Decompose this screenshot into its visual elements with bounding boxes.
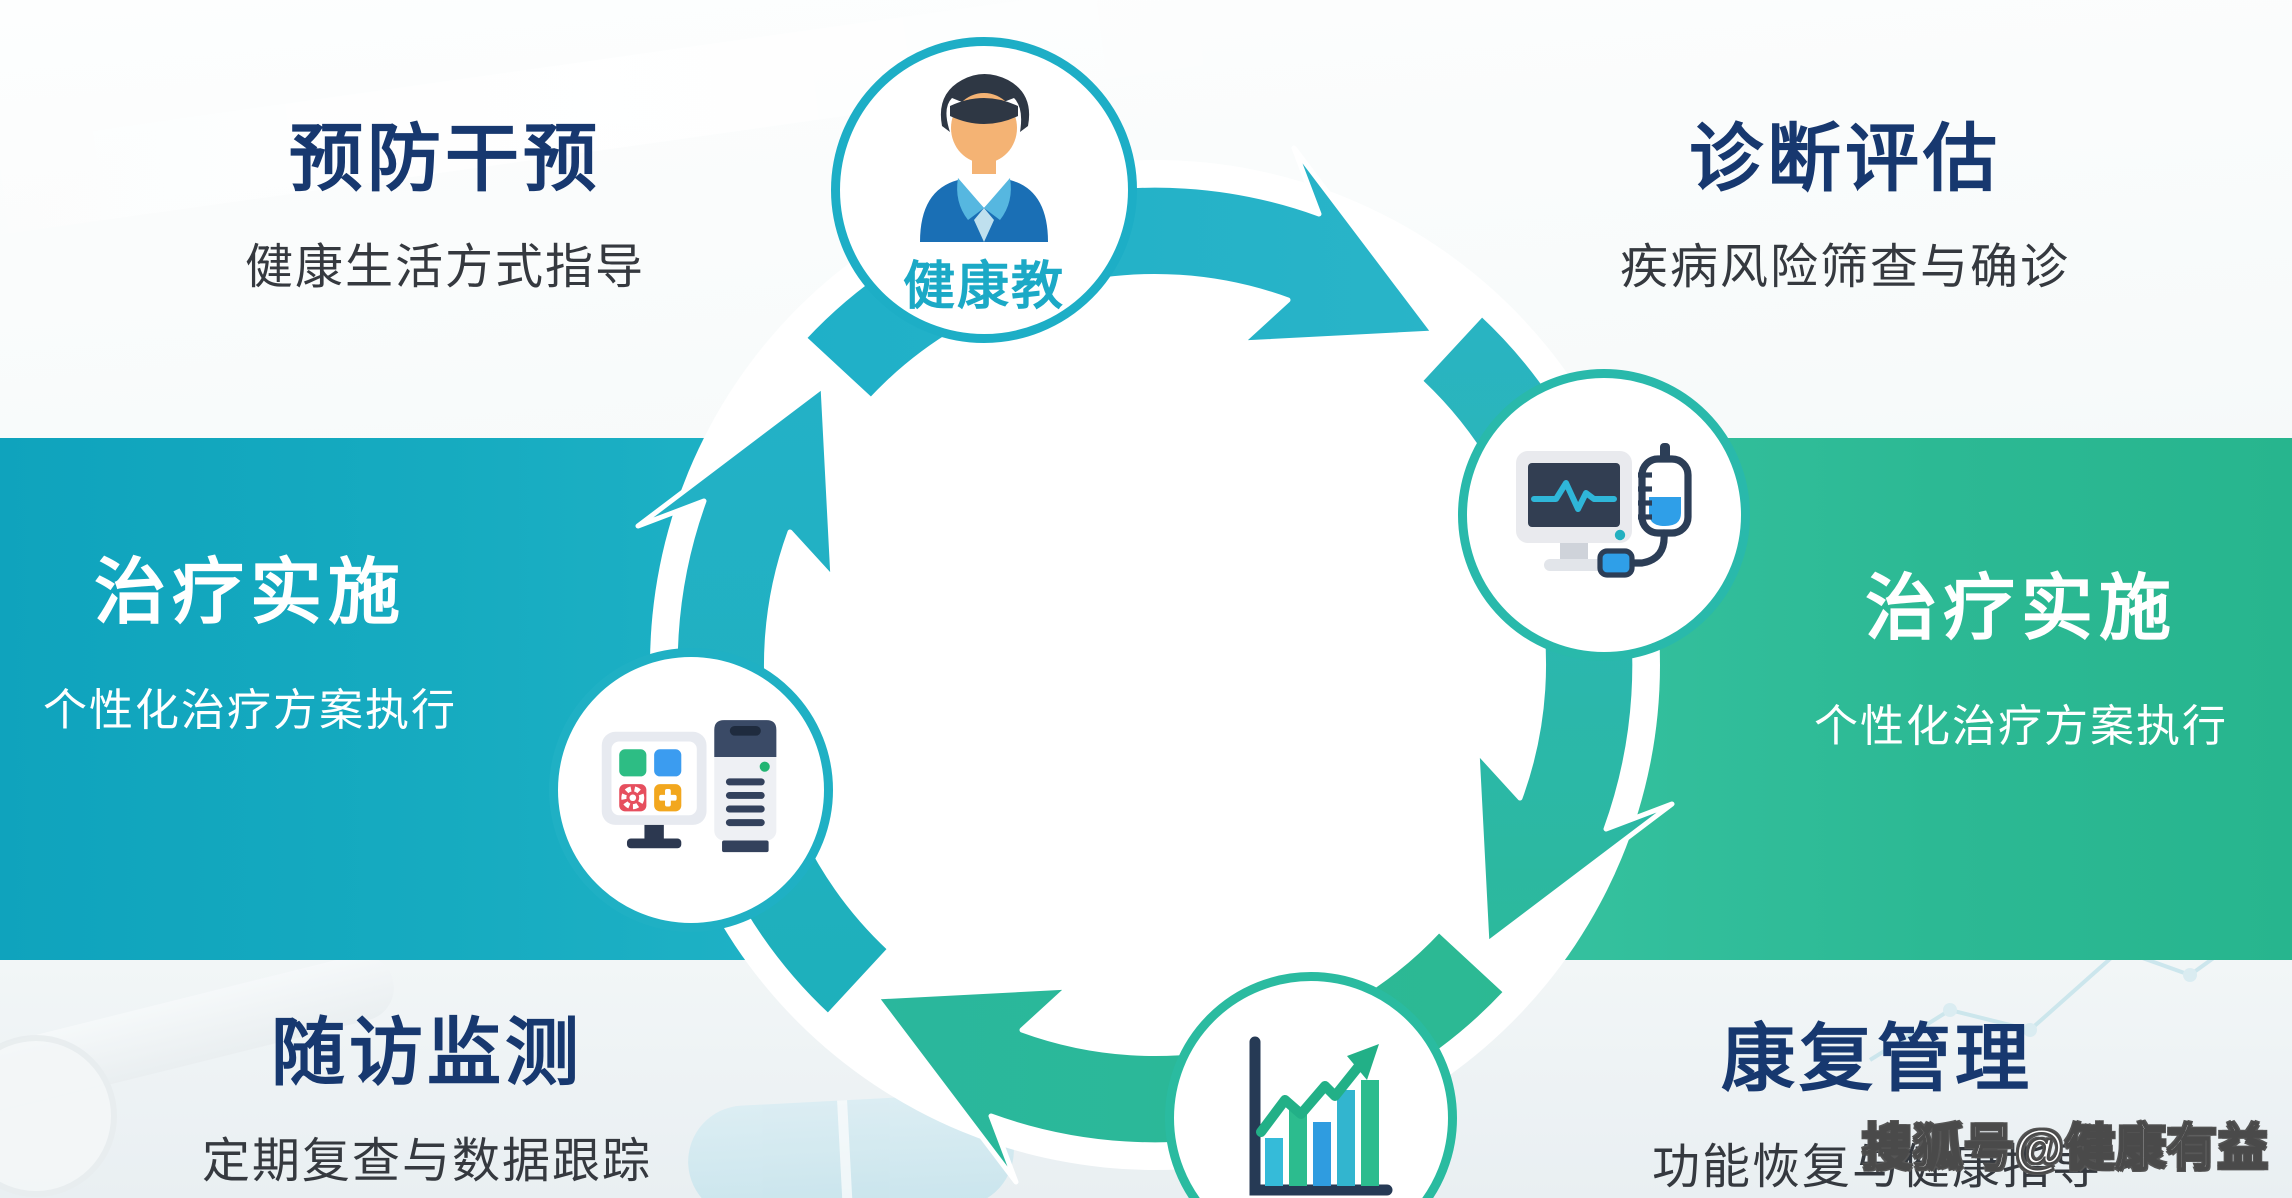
stage-prevention: 预防干预 健康生活方式指导 xyxy=(145,118,745,297)
stage-title: 康复管理 xyxy=(1721,1017,2033,1100)
stage-treatment-right: 治疗实施 个性化治疗方案执行 xyxy=(1771,569,2271,754)
cycle-node-followup-analytics xyxy=(1165,972,1457,1198)
stage-subtitle: 个性化治疗方案执行 xyxy=(1814,701,2228,751)
monitor-iv-drip-icon xyxy=(1516,443,1692,578)
cycle-arrow-ring xyxy=(635,145,1675,1185)
app-server-icon xyxy=(601,720,777,853)
stage-title: 治疗实施 xyxy=(1864,569,2177,649)
stage-followup: 随访监测 定期复查与数据跟踪 xyxy=(127,1012,727,1191)
stage-diagnosis: 诊断评估 疾病风险筛查与确诊 xyxy=(1545,118,2145,297)
health-education-person-icon xyxy=(920,73,1048,242)
stage-subtitle: 个性化治疗方案执行 xyxy=(43,685,457,735)
stage-treatment-left: 治疗实施 个性化治疗方案执行 xyxy=(0,553,500,738)
cycle-node-treatment-system xyxy=(549,648,833,932)
watermark: 搜狐号@健康有益 xyxy=(1861,1119,2269,1177)
stage-title: 随访监测 xyxy=(271,1011,583,1094)
cycle-node-diagnosis-equipment xyxy=(1458,369,1750,661)
stage-subtitle: 定期复查与数据跟踪 xyxy=(201,1135,652,1189)
growth-chart-icon xyxy=(1249,1036,1393,1196)
stage-rehab: 康复管理 功能恢复与健康指导 xyxy=(1577,1018,2177,1197)
cycle-node-health-education: 健康教 xyxy=(831,37,1137,343)
stage-title: 预防干预 xyxy=(289,117,601,200)
stage-subtitle: 健康生活方式指导 xyxy=(244,241,645,295)
cycle-node-label: 健康教 xyxy=(902,257,1065,316)
stage-subtitle: 疾病风险筛查与确诊 xyxy=(1619,241,2070,295)
stage-subtitle: 功能恢复与健康指导 xyxy=(1651,1141,2102,1195)
stage-title: 治疗实施 xyxy=(93,553,406,633)
stage-title: 诊断评估 xyxy=(1689,117,2001,200)
